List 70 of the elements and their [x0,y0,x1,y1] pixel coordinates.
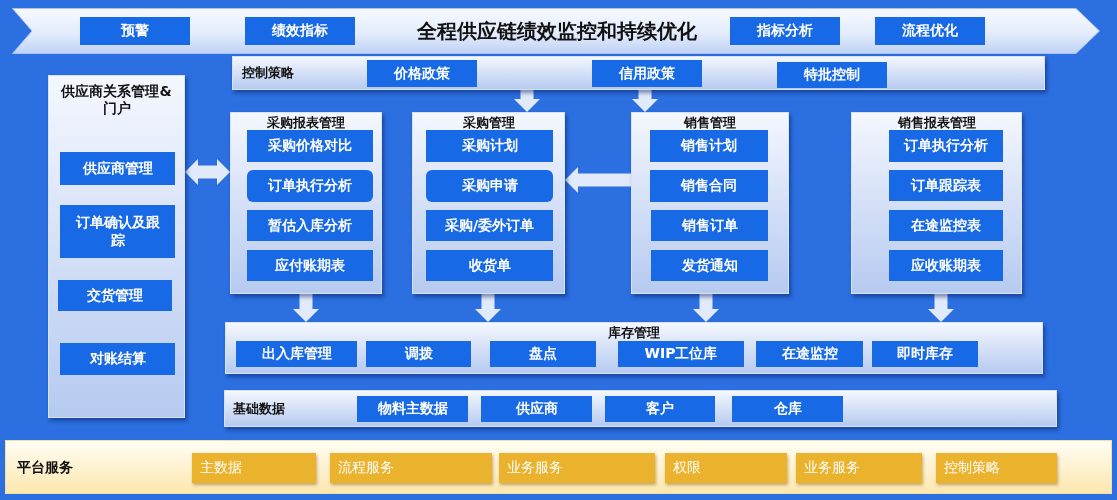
function-box: 销售订单 [651,210,768,241]
module-panel [48,75,185,418]
function-box: WIP工位库 [618,341,744,367]
function-box: 发货通知 [651,250,768,281]
function-box: 采购价格对比 [247,130,373,162]
panel-heading: 采购报表管理 [267,115,345,131]
function-box: 仓库 [732,396,843,422]
function-box: 在途监控 [756,341,863,367]
function-box: 销售合同 [650,170,768,202]
block-arrow [293,294,319,322]
function-box: 价格政策 [367,60,477,87]
service-box: 业务服务 [796,453,922,483]
module-panel [225,322,1043,374]
service-box: 流程服务 [330,453,492,483]
panel-heading: 平台服务 [17,459,73,475]
service-box: 控制策略 [936,453,1057,483]
module-panel [232,56,1045,90]
module-panel [230,112,382,294]
block-arrow [185,159,230,185]
banner-title: 全程供应链绩效监控和持续优化 [417,19,697,43]
panel-heading: 库存管理 [608,325,660,341]
function-box: 物料主数据 [357,396,468,422]
panel-heading: 基础数据 [233,400,285,417]
platform-band [5,440,1112,494]
function-box: 供应商管理 [60,152,175,185]
function-box: 流程优化 [875,17,985,45]
function-box: 绩效指标 [245,17,355,45]
service-box: 业务服务 [499,453,655,483]
function-box: 采购申请 [426,170,553,202]
function-box: 采购/委外订单 [426,210,553,241]
function-box: 客户 [605,396,715,422]
function-box: 收货单 [426,250,553,281]
function-box: 订单执行分析 [889,130,1003,162]
function-box: 销售计划 [650,130,768,162]
function-box: 应收账期表 [889,250,1003,281]
function-box: 指标分析 [730,17,840,45]
function-box: 盘点 [490,341,596,367]
function-box: 应付账期表 [247,250,373,281]
function-box: 订单执行分析 [247,170,373,202]
function-box: 订单跟踪表 [889,170,1003,201]
module-panel [412,112,565,294]
function-box: 特批控制 [777,62,887,88]
block-arrow [475,294,501,322]
panel-heading: 销售管理 [684,115,736,131]
block-arrow [928,294,954,322]
panel-heading: 控制策略 [242,65,294,81]
module-panel [851,112,1022,294]
function-box: 暂估入库分析 [247,210,373,241]
function-box: 供应商 [481,396,592,422]
function-box: 采购计划 [426,130,553,162]
block-arrow [514,90,540,112]
function-box: 订单确认及跟踪 [60,205,175,258]
service-box: 权限 [665,453,787,483]
block-arrow [693,294,719,322]
block-arrow [632,90,658,112]
function-box: 在途监控表 [889,210,1003,241]
function-box: 交货管理 [58,280,172,311]
function-box: 出入库管理 [236,341,357,367]
module-panel [631,112,789,294]
panel-heading: 供应商关系管理&门户 [60,83,173,117]
panel-heading: 采购管理 [462,115,515,131]
function-box: 信用政策 [592,60,702,87]
panel-heading: 销售报表管理 [897,115,976,131]
function-box: 即时库存 [872,341,978,367]
service-box: 主数据 [192,453,316,483]
block-arrow [565,167,631,193]
function-box: 对账结算 [60,343,175,375]
function-box: 调拨 [366,341,471,367]
function-box: 预警 [80,17,190,45]
module-panel [224,390,1057,427]
